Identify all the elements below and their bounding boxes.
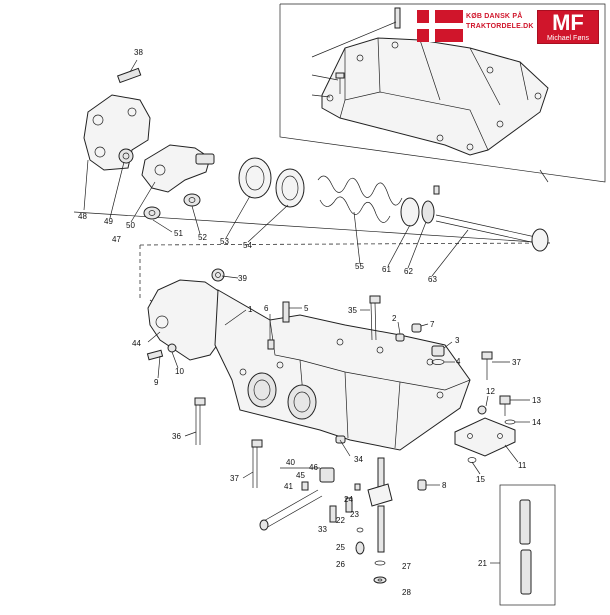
brand-slogan-line2: TRAKTORDELE.DK — [466, 23, 534, 30]
control-linkage — [259, 457, 393, 584]
label-40: 45 — [296, 471, 305, 480]
danish-flag-icon — [417, 10, 463, 42]
label-1: 1 — [248, 305, 253, 314]
label-27: 27 — [402, 562, 411, 571]
label-21: 21 — [478, 559, 487, 568]
label-12: 12 — [486, 387, 495, 396]
cover-inset — [279, 3, 606, 183]
inset-part-21 — [499, 484, 556, 606]
label-38: 40 — [286, 458, 295, 467]
label-39: 41 — [284, 482, 293, 491]
label-26: 26 — [336, 560, 345, 569]
label-7: 7 — [430, 320, 435, 329]
label-30: 34 — [354, 455, 363, 464]
label-24: 24 — [344, 495, 353, 504]
label-28: 28 — [402, 588, 411, 597]
label-2: 2 — [392, 314, 397, 323]
label-37: 39 — [238, 274, 247, 283]
label-11: 11 — [518, 461, 527, 470]
lift-arm-assembly — [73, 67, 551, 252]
label-46: 49 — [104, 217, 113, 226]
label-25: 25 — [336, 543, 345, 552]
label-29: 33 — [318, 525, 327, 534]
label-32: 37 — [512, 358, 521, 367]
label-41: 46 — [309, 463, 318, 472]
label-34: 37 — [230, 474, 239, 483]
mf-logo-caption: Michael Føns — [546, 35, 589, 42]
label-14: 14 — [532, 418, 541, 427]
label-13: 13 — [532, 396, 541, 405]
label-49: 52 — [198, 233, 207, 242]
label-10: 10 — [175, 367, 184, 376]
brand-slogan-line1: KØB DANSK PÅ — [466, 13, 523, 20]
label-44: 47 — [112, 235, 121, 244]
label-54: 62 — [404, 267, 413, 276]
label-55: 63 — [428, 275, 437, 284]
label-53: 61 — [382, 265, 391, 274]
label-45: 48 — [78, 212, 87, 221]
label-50: 53 — [220, 237, 229, 246]
label-5: 5 — [304, 304, 309, 313]
label-47: 50 — [126, 221, 135, 230]
label-36: 38 — [134, 48, 143, 57]
mf-logo-letters: MF — [552, 10, 584, 35]
label-6: 6 — [264, 304, 269, 313]
label-9: 9 — [154, 378, 159, 387]
label-8: 8 — [442, 481, 447, 490]
brand-slogan: KØB DANSK PÅ TRAKTORDELE.DK — [466, 12, 536, 32]
label-3: 3 — [455, 336, 460, 345]
part-labels: 38 48 49 50 47 51 52 53 54 55 61 62 63 3… — [78, 48, 541, 597]
label-48: 51 — [174, 229, 183, 238]
label-33: 36 — [172, 432, 181, 441]
label-51: 54 — [243, 241, 252, 250]
label-22: 22 — [336, 516, 345, 525]
label-23: 23 — [350, 510, 359, 519]
mf-logo: MF Michael Føns — [537, 10, 599, 44]
label-15: 15 — [476, 475, 485, 484]
leader-lines — [83, 21, 530, 564]
label-4: 4 — [456, 357, 461, 366]
label-35: 44 — [132, 339, 141, 348]
label-52: 55 — [355, 262, 364, 271]
main-housing — [139, 245, 516, 491]
label-31: 35 — [348, 306, 357, 315]
